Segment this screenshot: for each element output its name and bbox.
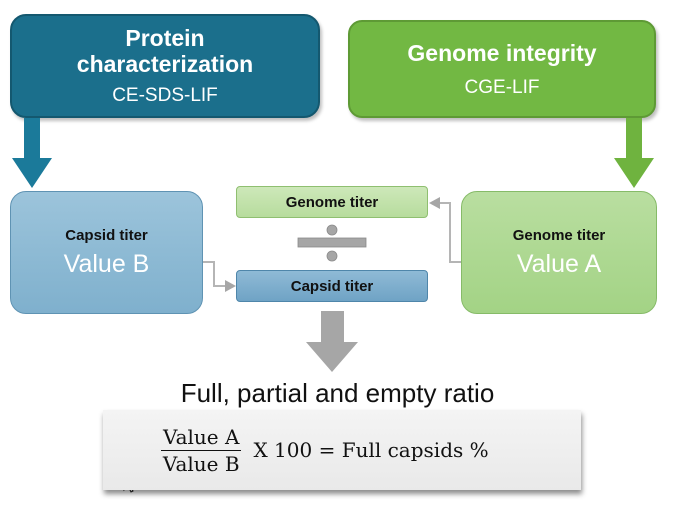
formula-rhs: X 100 = Full capsids %: [253, 438, 489, 462]
protein-method: CE-SDS-LIF: [112, 85, 218, 106]
capsid-titer-label: Capsid titer: [65, 226, 148, 244]
genome-connector-line: [440, 202, 461, 263]
formula-denominator: Value B: [162, 451, 240, 476]
genome-integrity-box: Genome integrity CGE-LIF: [348, 20, 656, 118]
formula-box: Value A Value B X 100 = Full capsids %: [103, 410, 581, 490]
capsid-titer-denominator-bar: Capsid titer: [236, 270, 428, 302]
gray-down-arrow: [306, 311, 358, 372]
division-dot-top: [326, 224, 338, 236]
genome-titer-label: Genome titer: [512, 226, 606, 244]
ratio-title: Full, partial and empty ratio: [180, 378, 495, 408]
protein-characterization-box: Protein characterization CE-SDS-LIF: [10, 14, 320, 118]
protein-title-line2: characterization: [76, 51, 254, 77]
genome-title: Genome integrity: [407, 39, 597, 66]
capsid-connector-arrowhead: [225, 280, 236, 292]
division-dot-bottom: [326, 250, 338, 262]
genome-method: CGE-LIF: [464, 76, 540, 98]
capsid-titer-value: Value B: [63, 249, 150, 278]
capsid-titer-box: Capsid titer Value B: [10, 191, 203, 314]
genome-titer-value: Value A: [516, 249, 602, 278]
capsid-connector-line: [203, 261, 226, 287]
formula-fraction: Value A Value B: [161, 424, 242, 476]
green-down-arrow: [614, 118, 654, 188]
genome-titer-numerator-bar: Genome titer: [236, 186, 428, 218]
genome-connector-arrowhead: [429, 197, 440, 209]
genome-titer-box: Genome titer Value A: [461, 191, 657, 314]
formula-numerator: Value A: [161, 424, 242, 451]
protein-title-line1: Protein: [125, 25, 205, 51]
blue-down-arrow: [12, 118, 52, 188]
division-bar: [297, 237, 367, 248]
